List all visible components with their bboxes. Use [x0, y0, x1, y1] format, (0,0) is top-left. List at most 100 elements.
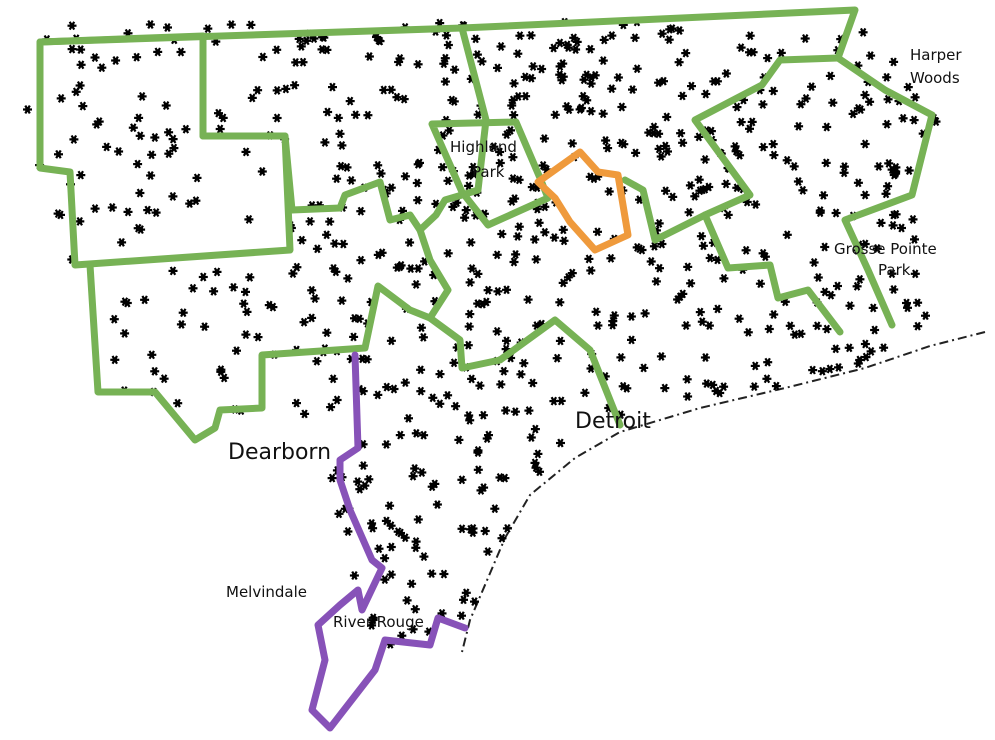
point-marker — [567, 138, 577, 148]
point-marker — [678, 138, 688, 148]
point-marker — [845, 301, 855, 311]
point-marker — [497, 533, 507, 543]
label-detroit: Detroit — [575, 409, 651, 434]
point-marker — [508, 95, 518, 105]
point-marker — [382, 382, 392, 392]
point-marker — [575, 104, 585, 114]
point-marker — [336, 161, 346, 171]
point-marker — [364, 52, 374, 61]
point-marker — [349, 332, 359, 342]
point-marker — [473, 299, 483, 309]
point-marker — [825, 71, 835, 81]
point-marker — [782, 230, 792, 240]
point-marker — [860, 139, 870, 149]
point-marker — [454, 435, 464, 445]
point-marker — [351, 110, 361, 120]
point-marker — [134, 113, 144, 123]
point-marker — [272, 113, 282, 123]
point-marker — [713, 255, 722, 265]
point-marker — [146, 171, 156, 180]
point-marker — [481, 297, 491, 307]
point-marker — [461, 588, 471, 598]
point-marker — [860, 190, 870, 200]
point-marker — [477, 56, 487, 66]
point-marker — [288, 269, 298, 278]
point-marker — [320, 137, 330, 147]
point-marker — [555, 38, 565, 48]
point-marker — [809, 258, 819, 267]
point-marker — [258, 52, 268, 62]
point-marker — [764, 324, 774, 334]
point-marker — [215, 124, 225, 134]
river-shoreline — [461, 331, 986, 653]
point-marker — [635, 195, 644, 205]
point-marker — [860, 339, 870, 349]
point-marker — [654, 218, 664, 228]
point-marker — [457, 475, 467, 485]
point-marker — [367, 620, 377, 630]
point-marker — [405, 238, 415, 247]
point-marker — [632, 64, 642, 74]
point-marker — [556, 396, 566, 406]
point-marker — [326, 402, 336, 412]
point-marker — [580, 388, 590, 398]
point-marker — [771, 381, 781, 391]
point-marker — [549, 233, 559, 243]
point-marker — [465, 415, 475, 425]
point-marker — [386, 542, 396, 552]
point-marker — [440, 53, 450, 63]
point-marker — [281, 84, 291, 94]
point-marker — [607, 84, 617, 94]
point-marker — [663, 147, 672, 156]
label-highland-park-line1: Highland — [450, 138, 517, 156]
point-marker — [305, 216, 315, 226]
point-marker — [448, 202, 458, 212]
northern-city-boundary — [36, 6, 859, 244]
point-marker — [758, 99, 768, 109]
point-marker — [373, 160, 383, 170]
point-marker — [601, 136, 611, 145]
point-marker — [537, 64, 547, 74]
point-marker — [660, 383, 670, 393]
point-marker — [381, 516, 391, 526]
point-marker — [353, 477, 363, 487]
point-marker — [501, 406, 511, 415]
point-marker — [655, 263, 664, 273]
point-marker — [413, 195, 423, 205]
point-marker — [476, 485, 486, 495]
point-marker — [769, 150, 779, 160]
point-marker — [464, 181, 474, 191]
point-marker — [470, 597, 479, 607]
point-marker — [23, 105, 32, 114]
point-marker — [815, 206, 825, 216]
point-marker — [820, 287, 830, 297]
point-marker — [656, 152, 666, 161]
point-marker — [71, 87, 81, 97]
point-marker — [467, 374, 477, 384]
point-marker — [872, 244, 882, 253]
point-marker — [253, 332, 263, 342]
point-marker — [513, 49, 523, 59]
point-marker — [860, 90, 870, 100]
point-marker — [513, 231, 523, 241]
point-marker — [400, 171, 410, 181]
point-marker — [412, 178, 422, 188]
label-grosse-pointe-line2: Park — [878, 261, 911, 279]
point-marker — [380, 575, 390, 585]
point-marker — [435, 369, 445, 379]
point-marker — [107, 203, 117, 212]
point-marker — [496, 379, 506, 389]
point-marker — [413, 159, 423, 169]
point-marker — [493, 63, 502, 73]
point-marker — [333, 113, 343, 123]
point-marker — [464, 322, 474, 331]
point-marker — [472, 50, 482, 60]
point-marker — [866, 346, 876, 356]
point-marker — [760, 252, 770, 262]
label-harper-woods-line1: Harper — [910, 46, 962, 64]
point-marker — [440, 77, 450, 87]
point-marker — [218, 113, 228, 123]
point-marker — [407, 579, 417, 589]
point-marker — [399, 94, 409, 104]
point-marker — [828, 98, 838, 108]
